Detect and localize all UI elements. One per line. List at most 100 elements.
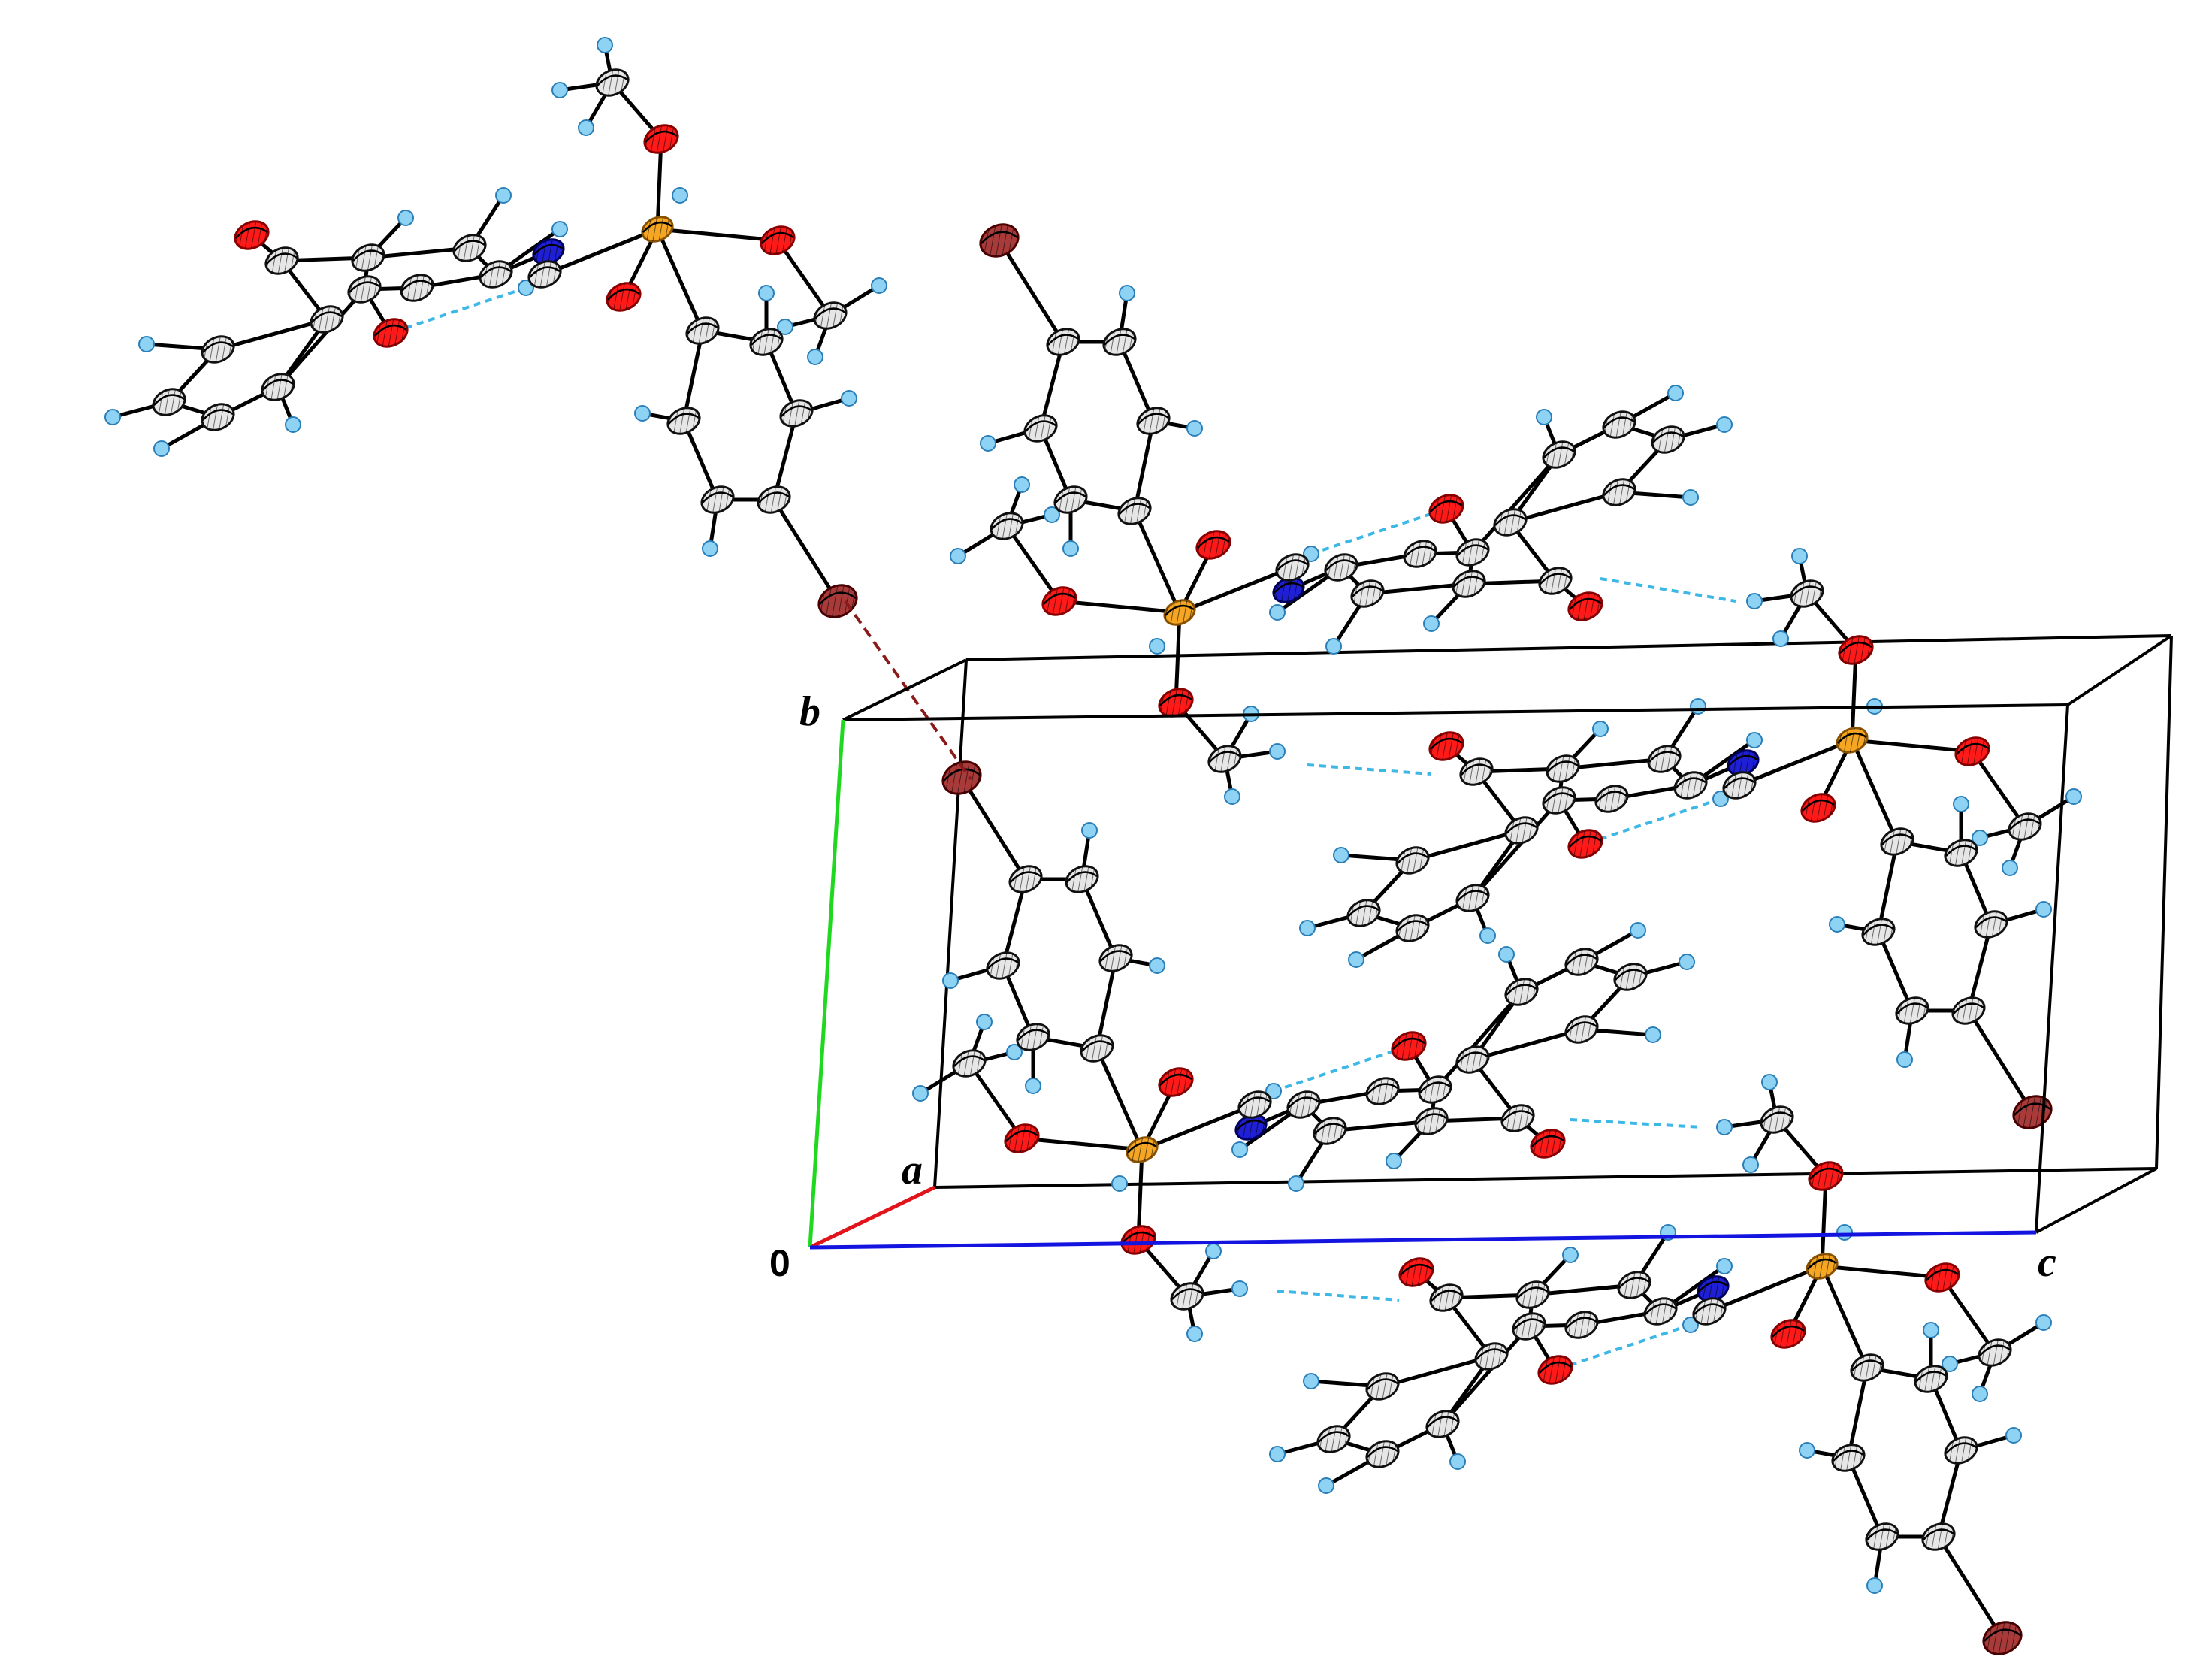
carbon-atom-principal-axis [1138, 413, 1169, 425]
carbon-atom-octant [987, 952, 1020, 979]
nitrogen-atom-principal-axis [1728, 754, 1758, 766]
hydrogen-atom [495, 187, 512, 204]
bond [1440, 1324, 1531, 1426]
oxygen-atom-principal-axis [1569, 597, 1602, 610]
hydrogen-atom [1269, 743, 1286, 760]
carbon-atom-principal-axis [454, 240, 485, 252]
carbon-atom-octant [1603, 411, 1636, 438]
bond [1174, 610, 1182, 705]
carbon-atom-principal-axis [1540, 573, 1571, 585]
bond [1850, 738, 1975, 754]
carbon-atom-octant [1543, 441, 1576, 468]
carbon-atom-principal-axis [1851, 1359, 1883, 1371]
oxygen-atom-principal-axis [1430, 737, 1463, 750]
carbon-atom-principal-axis [1724, 777, 1755, 789]
axis-label-a: a [902, 1147, 923, 1193]
hydrogen-atom [1325, 638, 1342, 655]
bond [681, 419, 720, 502]
hydrogen-atom [1896, 1051, 1913, 1068]
carbon-atom-principal-axis [751, 334, 782, 346]
carbon-atom-octant [780, 400, 813, 427]
carbon-atom-principal-axis [1209, 751, 1240, 763]
oxygen-atom-principal-axis [235, 226, 268, 239]
carbon-atom-principal-axis [1047, 334, 1079, 346]
bromine-atom-principal-axis [943, 768, 981, 782]
hydrogen-atom [1679, 954, 1695, 970]
carbon-atom-principal-axis [1979, 1344, 2011, 1356]
hydrogen-atom [138, 336, 155, 352]
bond [366, 246, 472, 260]
hydrogen-atom [1224, 788, 1240, 805]
bond [1970, 749, 2027, 829]
hydrogen-atom [1682, 489, 1699, 506]
hydrogen-atom [1742, 1156, 1759, 1173]
carbon-atom-principal-axis [1010, 871, 1041, 883]
molecule [1299, 548, 2082, 1129]
carbon-atom-octant [1881, 828, 1914, 855]
carbon-atom-octant [1396, 915, 1429, 942]
carbon-atom-principal-axis [1648, 751, 1680, 763]
hydrogen-atom [1303, 1373, 1319, 1389]
bond [1850, 738, 1899, 844]
bond [655, 137, 663, 231]
hydrogen-atom [1799, 1442, 1815, 1459]
carbon-atom-principal-axis [1603, 416, 1635, 428]
hydrogen-atom [758, 285, 775, 301]
unit-cell-front-edges [842, 634, 2173, 1234]
hydrogen-atom [1044, 506, 1060, 523]
bond [1365, 582, 1471, 596]
cell-edge [842, 658, 967, 721]
hydrogen-atom [1265, 1083, 1282, 1099]
hydrogen-atom [285, 416, 301, 433]
carbon-atom-principal-axis [1881, 833, 1913, 845]
hydrogen-atom [397, 210, 414, 226]
carbon-atom-octant [1456, 539, 1489, 566]
bond [542, 227, 660, 277]
carbon-atom-octant [814, 302, 847, 329]
oxygen-atom-octant [1771, 1320, 1806, 1348]
bond [655, 227, 705, 333]
hydrogen-atom [1716, 1119, 1733, 1135]
hydrogen-atom [1761, 1074, 1778, 1090]
bond [1820, 1264, 1869, 1370]
carbon-atom-principal-axis [311, 311, 343, 323]
carbon-atom-octant [1475, 1343, 1508, 1370]
carbon-atom-principal-axis [153, 394, 185, 406]
carbon-atom-octant [1137, 407, 1170, 434]
carbon-atom-principal-axis [1119, 503, 1150, 515]
hydrogen-bond [1600, 577, 1736, 603]
oxygen-atom-principal-axis [1400, 1263, 1433, 1276]
hydrogen-atom [1953, 796, 1969, 812]
carbon-atom-octant [2008, 813, 2041, 840]
carbon-atom-principal-axis [1397, 852, 1428, 864]
bromine-atom-principal-axis [981, 231, 1018, 244]
carbon-atom-principal-axis [953, 1055, 985, 1067]
bond [1531, 1283, 1636, 1297]
hydrogen-atom [1942, 1356, 1958, 1372]
hydrogen-atom [634, 405, 651, 422]
bond [1001, 877, 1028, 968]
hydrogen-atom [1479, 927, 1496, 944]
carbon-atom-principal-axis [687, 322, 718, 334]
hydrogen-atom [1836, 1224, 1853, 1241]
hydrogen-atom [578, 119, 594, 136]
carbon-atom-principal-axis [1431, 1290, 1462, 1302]
axis-c-line [809, 1230, 2037, 1250]
carbon-atom-principal-axis [1367, 1446, 1398, 1458]
hydrogen-atom [1645, 1026, 1661, 1043]
carbon-atom-principal-axis [1675, 777, 1706, 789]
hydrogen-atom [1186, 420, 1203, 437]
carbon-atom-principal-axis [1645, 1303, 1676, 1315]
oxygen-atom-principal-axis [1809, 1167, 1842, 1180]
bond [1820, 1264, 1945, 1280]
carbon-atom-principal-axis [1547, 760, 1579, 772]
carbon-atom-principal-axis [1517, 1286, 1549, 1299]
hydrogen-atom [2005, 1427, 2022, 1444]
bromine-atom-octant [1983, 1622, 2022, 1655]
hydrogen-atom [1449, 1453, 1466, 1470]
hydrogen-atom [1186, 1326, 1203, 1342]
carbon-atom-octant [1419, 1076, 1452, 1103]
bond [772, 411, 799, 502]
carbon-atom-octant [1080, 1035, 1114, 1062]
hydrogen-atom [1682, 1317, 1699, 1333]
